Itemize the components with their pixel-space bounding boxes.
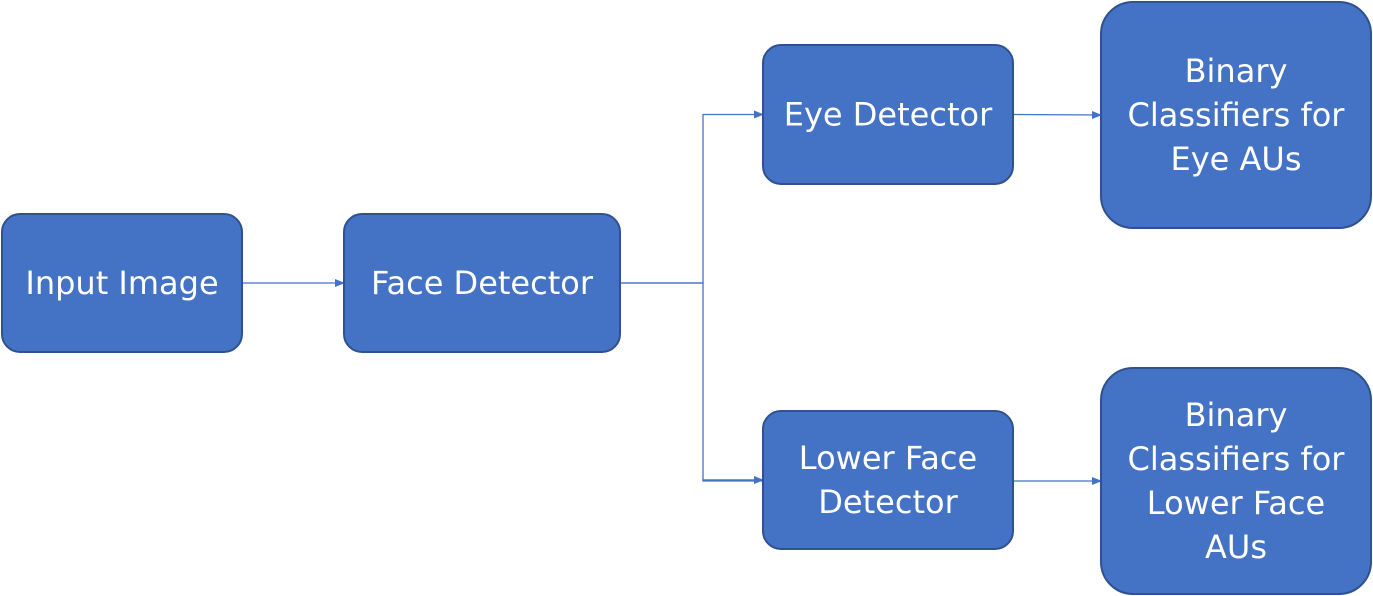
node-label-line: Eye Detector — [784, 96, 993, 134]
node-box — [1100, 367, 1372, 595]
node-label-line: Detector — [818, 483, 958, 521]
node-label-line: Classifiers for — [1128, 440, 1346, 478]
edge-eye-detector-to-eye-au-classifiers — [1012, 110, 1102, 119]
node-label-line: Face Detector — [371, 264, 594, 302]
node-label-line: Binary — [1185, 52, 1288, 90]
node-face-detector: Face Detector — [343, 213, 621, 353]
node-box — [343, 213, 621, 353]
node-eye-detector: Eye Detector — [762, 44, 1014, 185]
node-label-line: Input Image — [25, 264, 218, 302]
edge-face-detector-to-eye-detector — [620, 110, 764, 284]
edge-face-detector-to-lower-face-detector — [620, 282, 764, 484]
node-label-line: Eye AUs — [1171, 140, 1302, 178]
node-label-line: Lower Face — [1147, 484, 1325, 522]
node-label-line: AUs — [1205, 528, 1267, 566]
node-box — [1100, 1, 1372, 229]
node-box — [762, 410, 1014, 550]
node-box — [1, 213, 243, 353]
node-box — [762, 44, 1014, 185]
node-input-image: Input Image — [1, 213, 243, 353]
node-label-line: Classifiers for — [1128, 96, 1346, 134]
node-label-line: Lower Face — [799, 439, 977, 477]
node-label-line: Binary — [1185, 396, 1288, 434]
